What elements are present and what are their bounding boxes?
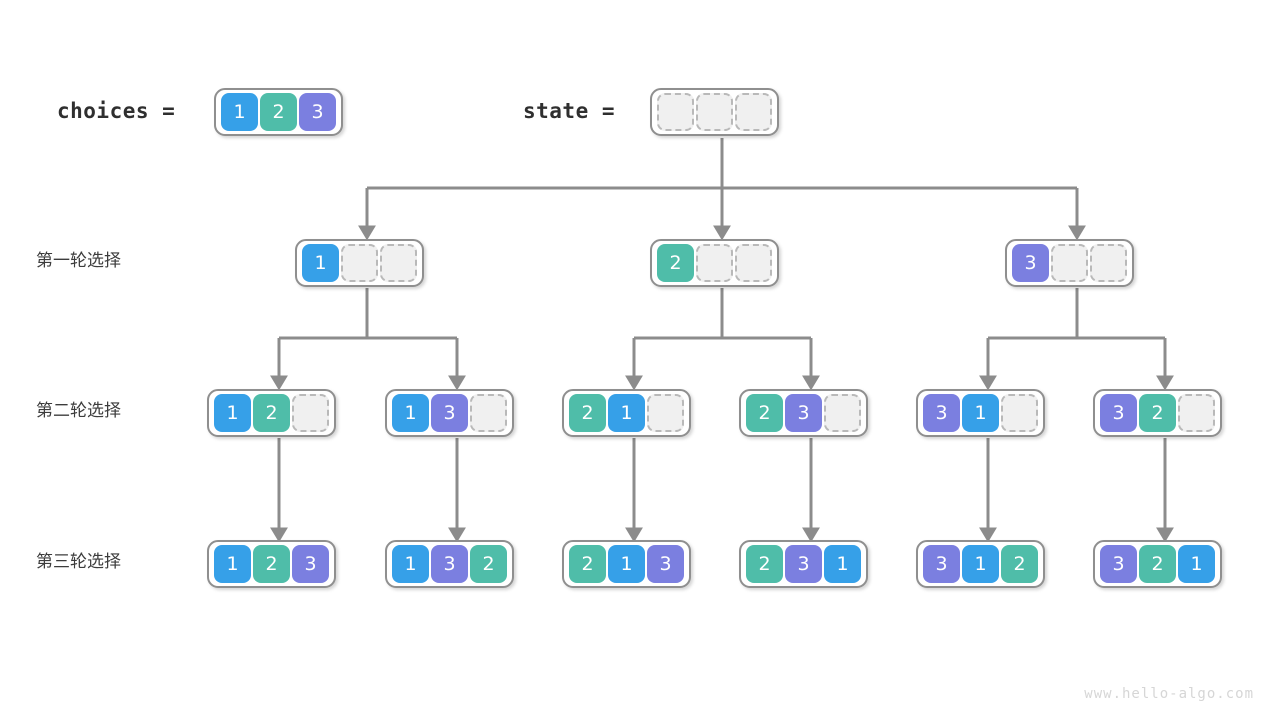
level3-node-2-cell-1: 1: [392, 545, 429, 583]
level3-node-5-cell-2: 1: [962, 545, 999, 583]
level1-node-1: 1: [295, 239, 424, 287]
choices-cell-3: 3: [299, 93, 336, 131]
level2-node-2-cell-2: 3: [431, 394, 468, 432]
state-cell-2: [696, 93, 733, 131]
level2-node-1-cell-2: 2: [253, 394, 290, 432]
level3-node-2-cell-2: 3: [431, 545, 468, 583]
level1-node-2-cell-2: [696, 244, 733, 282]
level2-node-6-cell-3: [1178, 394, 1215, 432]
state-label: state =: [523, 99, 616, 123]
level1-node-1-cell-1: 1: [302, 244, 339, 282]
level2-node-1-cell-3: [292, 394, 329, 432]
level2-node-5-cell-2: 1: [962, 394, 999, 432]
level1-node-3-cell-2: [1051, 244, 1088, 282]
level2-node-2-cell-1: 1: [392, 394, 429, 432]
state-cell-1: [657, 93, 694, 131]
level2-node-3-cell-1: 2: [569, 394, 606, 432]
level2-node-1-cell-1: 1: [214, 394, 251, 432]
row-label-round-2: 第二轮选择: [36, 401, 121, 421]
level2-node-5-cell-1: 3: [923, 394, 960, 432]
state-array: [650, 88, 779, 136]
level1-node-1-cell-3: [380, 244, 417, 282]
level3-node-5-cell-1: 3: [923, 545, 960, 583]
level2-node-5-cell-3: [1001, 394, 1038, 432]
level2-node-2-cell-3: [470, 394, 507, 432]
row-label-round-1: 第一轮选择: [36, 251, 121, 271]
level3-node-4-cell-1: 2: [746, 545, 783, 583]
level3-node-1-cell-1: 1: [214, 545, 251, 583]
level1-node-1-cell-2: [341, 244, 378, 282]
row-label-round-3: 第三轮选择: [36, 552, 121, 572]
level3-node-1-cell-3: 3: [292, 545, 329, 583]
level3-node-4-cell-2: 3: [785, 545, 822, 583]
level3-node-4-cell-3: 1: [824, 545, 861, 583]
level2-node-6-cell-1: 3: [1100, 394, 1137, 432]
level3-node-6-cell-3: 1: [1178, 545, 1215, 583]
level3-node-3-cell-1: 2: [569, 545, 606, 583]
watermark: www.hello-algo.com: [1084, 686, 1254, 702]
level1-node-2-cell-1: 2: [657, 244, 694, 282]
level2-node-3-cell-2: 1: [608, 394, 645, 432]
level3-node-5-cell-3: 2: [1001, 545, 1038, 583]
level1-node-3-cell-1: 3: [1012, 244, 1049, 282]
level2-node-4-cell-1: 2: [746, 394, 783, 432]
choices-label: choices =: [57, 99, 176, 123]
state-cell-3: [735, 93, 772, 131]
choices-cell-1: 1: [221, 93, 258, 131]
level2-node-4-cell-2: 3: [785, 394, 822, 432]
level3-node-6-cell-2: 2: [1139, 545, 1176, 583]
level1-node-3: 3: [1005, 239, 1134, 287]
level2-node-3-cell-3: [647, 394, 684, 432]
level3-node-3-cell-3: 3: [647, 545, 684, 583]
level1-node-2-cell-3: [735, 244, 772, 282]
level3-node-6-cell-1: 3: [1100, 545, 1137, 583]
level2-node-6-cell-2: 2: [1139, 394, 1176, 432]
level3-node-3-cell-2: 1: [608, 545, 645, 583]
choices-cell-2: 2: [260, 93, 297, 131]
level1-node-3-cell-3: [1090, 244, 1127, 282]
level2-node-4-cell-3: [824, 394, 861, 432]
level3-node-1-cell-2: 2: [253, 545, 290, 583]
level3-node-2-cell-3: 2: [470, 545, 507, 583]
level1-node-2: 2: [650, 239, 779, 287]
